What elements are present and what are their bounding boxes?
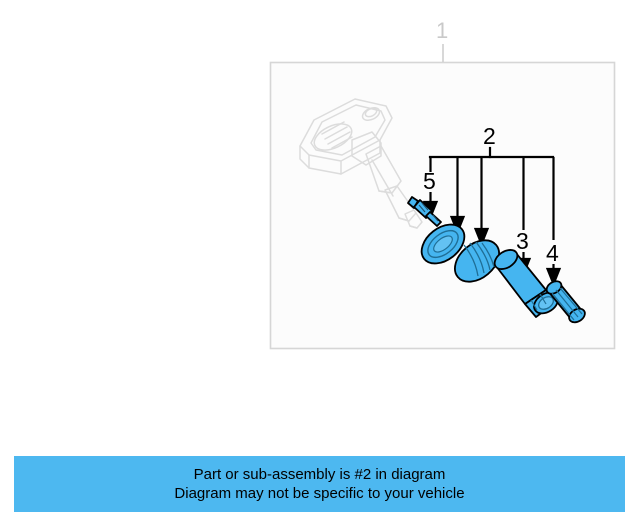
bracket-leader-lines bbox=[429, 157, 555, 247]
part-valve-cap bbox=[545, 280, 586, 324]
diagram-area: 1 2 5 3 4 bbox=[269, 18, 616, 350]
part-valve-nut bbox=[454, 239, 500, 283]
ghost-tpms-sensor bbox=[299, 98, 423, 229]
caption-banner: Part or sub-assembly is #2 in diagram Di… bbox=[14, 456, 625, 512]
callout-4-arrow bbox=[545, 264, 562, 287]
part-valve-core bbox=[407, 196, 442, 227]
callout-label-3: 3 bbox=[516, 228, 529, 254]
callout-label-4: 4 bbox=[546, 240, 559, 266]
arrowhead-member-3 bbox=[473, 227, 490, 247]
callout-label-1: 1 bbox=[436, 18, 449, 43]
caption-line-primary: Part or sub-assembly is #2 in diagram bbox=[193, 466, 446, 483]
parts-diagram-svg bbox=[269, 44, 616, 350]
callout-label-5: 5 bbox=[423, 168, 436, 194]
sub-assembly-bracket bbox=[428, 146, 555, 159]
part-valve-sleeve bbox=[493, 249, 559, 318]
caption-line-secondary: Diagram may not be specific to your vehi… bbox=[174, 485, 465, 502]
part-seal-grommet bbox=[420, 223, 466, 265]
callout-label-2: 2 bbox=[483, 123, 496, 149]
